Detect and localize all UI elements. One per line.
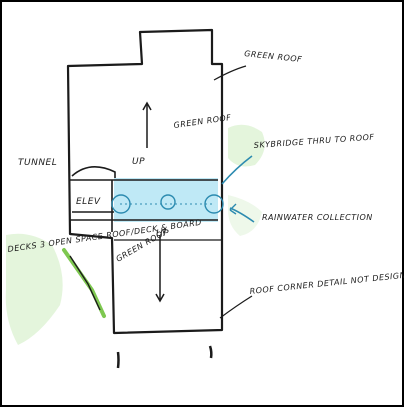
tunnel-outline <box>71 166 116 213</box>
pier-mark-right <box>208 345 213 359</box>
label-rainwater: RAINWATER COLLECTION <box>262 213 373 222</box>
label-elev: ELEV <box>76 197 101 207</box>
down-arrow-lower-head <box>155 293 165 303</box>
green-wash-right <box>228 124 265 167</box>
leader-corner <box>219 295 253 319</box>
rainwater-arrowhead <box>229 203 237 215</box>
label-up-lower: UP <box>156 229 169 239</box>
water-circle-mid <box>160 194 176 210</box>
label-up-upper: UP <box>132 157 145 167</box>
skybridge-band <box>114 178 218 222</box>
label-tunnel: TUNNEL <box>18 158 57 168</box>
building-outline <box>66 28 224 335</box>
leader-skybridge <box>221 155 253 185</box>
pier-mark-left <box>116 351 120 369</box>
green-wash-left <box>5 233 63 345</box>
ink-stroke-left <box>69 255 101 311</box>
leader-green-roof-top <box>213 65 247 81</box>
up-arrow-upper-head <box>142 101 152 111</box>
